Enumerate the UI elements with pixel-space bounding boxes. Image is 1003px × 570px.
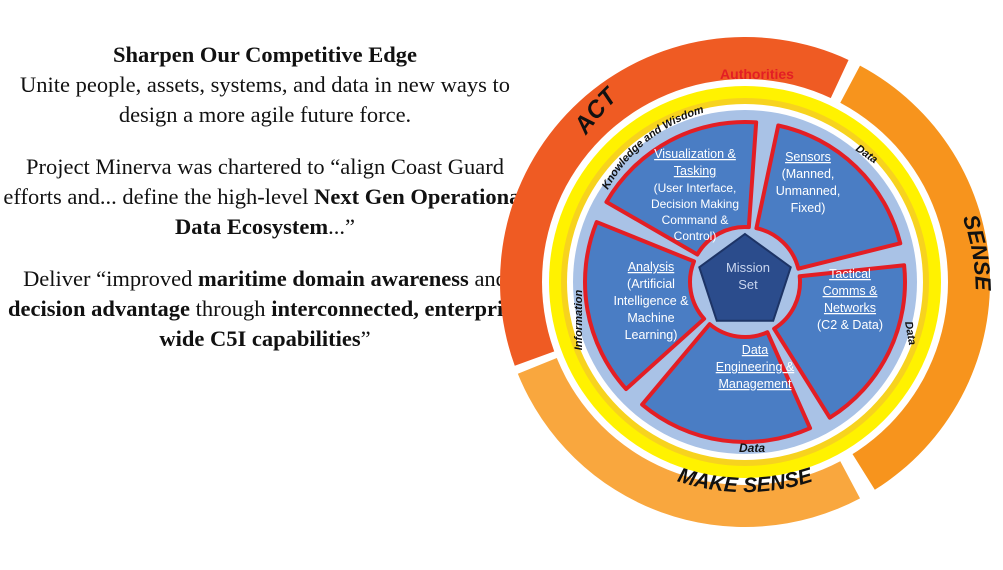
sensors-segment (754, 123, 903, 271)
visualization-line6: Control) (674, 229, 717, 243)
mission-cycle-diagram: ACT SENSE MAKE SENSE Authorities Knowled… (500, 36, 996, 527)
charter-text-c: ...” (328, 214, 355, 239)
charter-text-a: Project Minerva was chartered to “align … (3, 154, 504, 209)
visualization-line5: Command & (662, 213, 729, 227)
analysis-line5: Learning) (625, 328, 678, 342)
charter-text-bold: Next Gen Operational Data Ecosystem (175, 184, 527, 239)
visualization-title-1: Visualization & (654, 147, 736, 161)
center-label-line1: Mission (726, 260, 770, 275)
tactical-line4: (C2 & Data) (817, 318, 883, 332)
visualization-line3: (User Interface, (654, 181, 737, 195)
data-eng-title-3: Management (719, 377, 792, 391)
deliver-text-d: decision advantage (8, 296, 190, 321)
authorities-label: Authorities (720, 66, 794, 82)
left-text-block: Sharpen Our Competitive Edge Unite peopl… (0, 40, 530, 376)
visualization-segment (604, 120, 759, 257)
deliver-text-e: through (189, 296, 272, 321)
sensors-title: Sensors (785, 150, 831, 164)
data-label-right: Data (902, 320, 918, 346)
act-ring-segment (500, 36, 849, 366)
tactical-title-2: Comms & (823, 284, 879, 298)
center-label-line2: Set (738, 277, 758, 292)
sense-ring-segment (838, 65, 990, 490)
analysis-segment (583, 220, 707, 392)
heading: Sharpen Our Competitive Edge (113, 42, 417, 67)
analysis-line4: Machine (627, 311, 674, 325)
tactical-title-3: Networks (824, 301, 876, 315)
deliver-text-a: Deliver “improved (23, 266, 198, 291)
tactical-title-1: Tactical (829, 267, 871, 281)
data-label-bottom: Data (739, 441, 765, 455)
sensors-line3: Unmanned, (776, 184, 841, 198)
information-label: Information (573, 289, 585, 350)
analysis-title: Analysis (628, 260, 675, 274)
intro-text: Unite people, assets, systems, and data … (20, 72, 510, 127)
sensors-line2: (Manned, (782, 167, 835, 181)
deliver-paragraph: Deliver “improved maritime domain awaren… (0, 264, 530, 354)
charter-paragraph: Project Minerva was chartered to “align … (0, 152, 530, 242)
deliver-text-f: interconnected, enterprise wide C5I capa… (159, 296, 522, 351)
analysis-line3: Intelligence & (613, 294, 689, 308)
deliver-text-b: maritime domain awareness (198, 266, 469, 291)
sensors-line4: Fixed) (791, 201, 826, 215)
mission-set-center (698, 232, 792, 322)
data-eng-title-2: Engineering & (716, 360, 795, 374)
intro-paragraph: Sharpen Our Competitive Edge Unite peopl… (0, 40, 530, 130)
visualization-title-2: Tasking (674, 164, 716, 178)
make-sense-ring-segment (517, 356, 861, 527)
visualization-line4: Decision Making (651, 197, 739, 211)
segments-group (583, 120, 907, 444)
tactical-segment (772, 263, 907, 420)
data-eng-segment (640, 322, 813, 444)
deliver-text-g: ” (360, 326, 371, 351)
data-eng-title-1: Data (742, 343, 768, 357)
analysis-line2: (Artificial (627, 277, 675, 291)
